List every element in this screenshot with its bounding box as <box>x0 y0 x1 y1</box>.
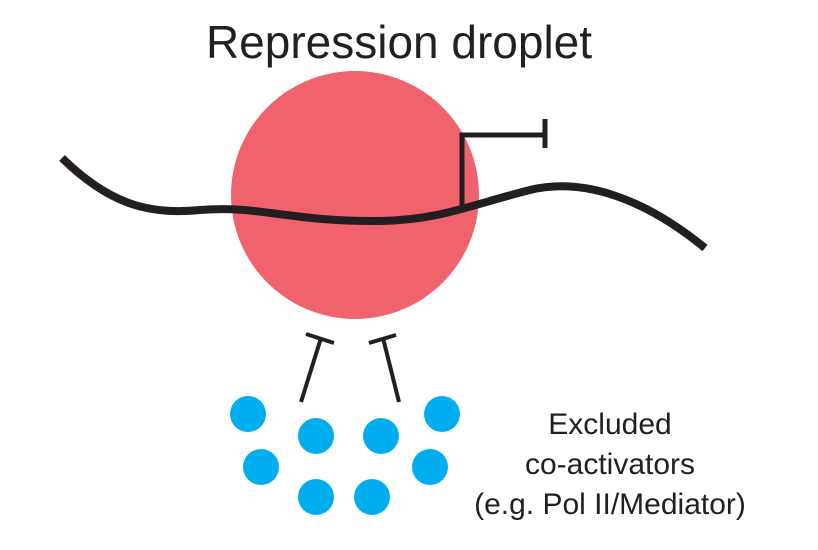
coactivator-dot <box>412 449 448 485</box>
coactivator-dot <box>298 418 334 454</box>
inhibition-arrow-right <box>368 333 401 403</box>
coactivator-dot <box>230 396 266 432</box>
repression-droplet <box>231 71 479 319</box>
dna-strand <box>59 155 708 252</box>
coactivator-dot <box>298 479 334 515</box>
coactivator-label-line-2: co-activators <box>524 448 696 481</box>
coactivator-dot <box>354 479 390 515</box>
inhibition-arrow-left <box>299 332 335 403</box>
coactivator-cluster <box>230 396 460 515</box>
coactivator-label-line-1: Excluded <box>548 408 672 441</box>
coactivator-label: Excluded co-activators (e.g. Pol II/Medi… <box>440 405 780 525</box>
repressed-promoter-icon <box>459 119 548 210</box>
coactivator-label-line-3: (e.g. Pol II/Mediator) <box>474 488 746 521</box>
coactivator-dot <box>243 449 279 485</box>
coactivator-dot <box>424 396 460 432</box>
diagram-title: Repression droplet <box>205 16 593 68</box>
coactivator-dot <box>363 418 399 454</box>
